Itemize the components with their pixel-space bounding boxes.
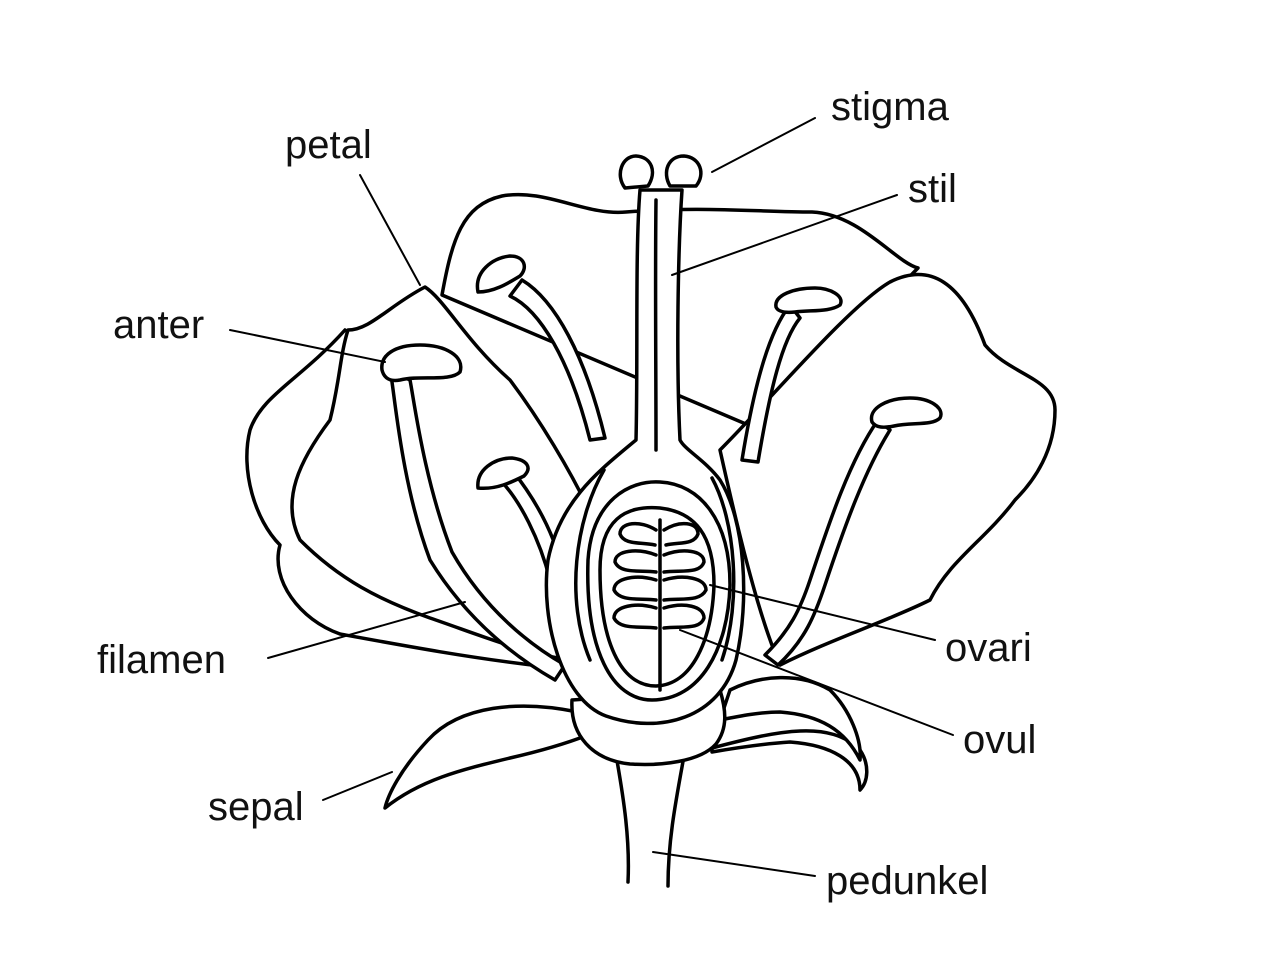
leader-lines	[229, 117, 954, 877]
anter-leader	[229, 329, 386, 363]
stil-label: stil	[908, 167, 957, 211]
filamen-label: filamen	[97, 638, 226, 682]
sepal-label: sepal	[208, 785, 304, 829]
labels: stigma petal stil anter filamen ovari ov…	[97, 85, 1036, 903]
ovul-label: ovul	[963, 718, 1036, 762]
ovul-leader	[679, 629, 954, 736]
stigma-label: stigma	[831, 85, 950, 129]
petal-label: petal	[285, 123, 372, 167]
filamen-leader	[267, 601, 466, 659]
sepal-leader	[322, 771, 393, 801]
anter-label: anter	[113, 303, 204, 347]
petal-leader	[359, 174, 421, 286]
peduncle-shape	[614, 753, 686, 888]
pedunkel-label: pedunkel	[826, 859, 988, 903]
stigma-leader	[711, 117, 816, 173]
right-sepal-upper-shape	[718, 675, 862, 762]
right-sepal-shape	[710, 729, 869, 792]
pedunkel-leader	[652, 851, 816, 877]
ovari-label: ovari	[945, 626, 1032, 670]
ovari-leader	[709, 584, 936, 641]
ovules-group	[612, 518, 708, 692]
left-sepal-shape	[383, 704, 590, 810]
stil-leader	[671, 194, 898, 276]
